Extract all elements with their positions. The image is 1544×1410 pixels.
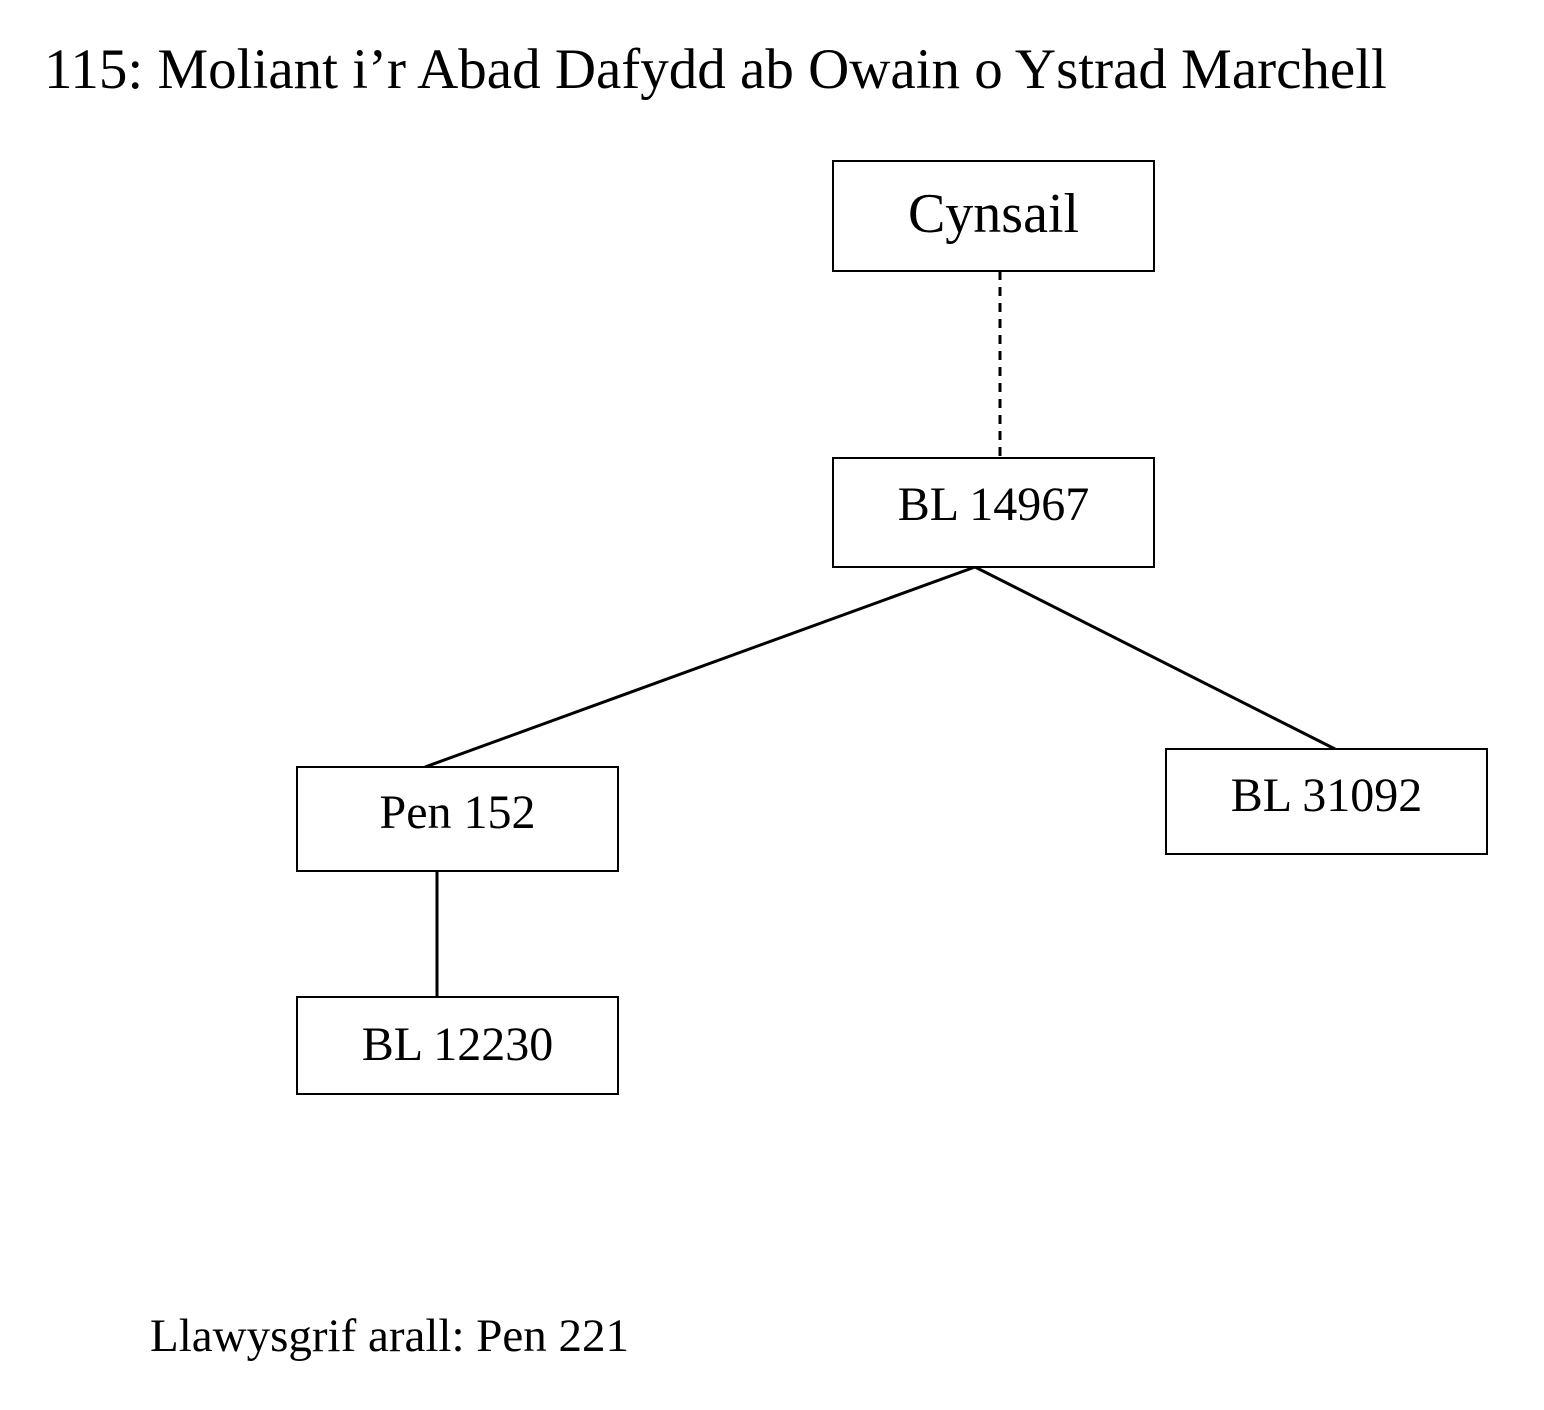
node-label-bl31092: BL 31092 xyxy=(1231,769,1423,822)
node-box-cynsail xyxy=(832,160,1155,272)
edges-layer xyxy=(424,271,1336,997)
node-bl31092: BL 31092 xyxy=(1165,748,1488,855)
node-box-bl31092 xyxy=(1165,748,1488,855)
edge-bl14967-to-bl31092 xyxy=(974,565,1336,751)
node-box-bl14967 xyxy=(832,457,1155,568)
footnote-other-manuscript: Llawysgrif arall: Pen 221 xyxy=(150,1310,630,1362)
node-box-pen152 xyxy=(296,766,619,872)
node-label-bl14967: BL 14967 xyxy=(898,478,1090,531)
node-label-bl12230: BL 12230 xyxy=(362,1018,554,1071)
page-title: 115: Moliant i’r Abad Dafydd ab Owain o … xyxy=(44,38,1387,101)
node-box-bl12230 xyxy=(296,996,619,1095)
node-label-cynsail: Cynsail xyxy=(908,183,1079,245)
node-cynsail: Cynsail xyxy=(832,160,1155,272)
node-bl14967: BL 14967 xyxy=(832,457,1155,568)
node-bl12230: BL 12230 xyxy=(296,996,619,1095)
edge-bl14967-to-pen152 xyxy=(424,565,976,769)
node-label-pen152: Pen 152 xyxy=(380,786,536,839)
node-pen152: Pen 152 xyxy=(296,766,619,872)
